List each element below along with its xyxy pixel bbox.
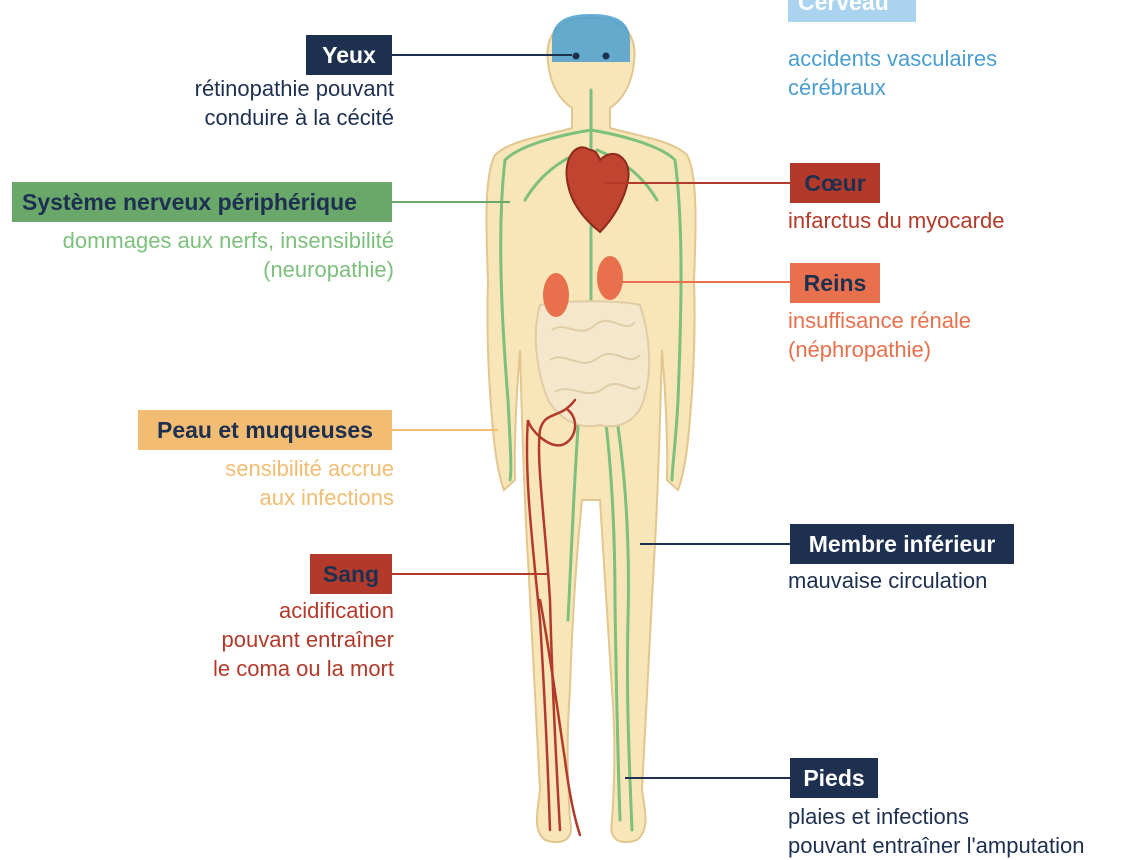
coeur-text: infarctus du myocarde	[788, 206, 1004, 235]
peau-title: Peau et muqueuses	[138, 410, 392, 450]
intestines	[536, 301, 649, 426]
kidney-left	[543, 273, 569, 317]
pieds-text: plaies et infections pouvant entraîner l…	[788, 802, 1085, 860]
membre-title: Membre inférieur	[790, 524, 1014, 564]
pieds-title: Pieds	[790, 758, 878, 798]
yeux-title: Yeux	[306, 35, 392, 75]
yeux-text: rétinopathie pouvant conduire à la cécit…	[195, 74, 394, 132]
eye-left	[573, 53, 580, 60]
nerveux-text: dommages aux nerfs, insensibilité (neuro…	[63, 226, 394, 284]
eye-right	[603, 53, 610, 60]
reins-title: Reins	[790, 263, 880, 303]
cerveau-title: Cerveau	[788, 0, 916, 22]
kidney-right	[597, 256, 623, 300]
cerveau-text: accidents vasculaires cérébraux	[788, 44, 997, 102]
coeur-title: Cœur	[790, 163, 880, 203]
nerveux-title: Système nerveux périphérique	[12, 182, 392, 222]
reins-text: insuffisance rénale (néphropathie)	[788, 306, 971, 364]
peau-text: sensibilité accrue aux infections	[225, 454, 394, 512]
sang-title: Sang	[310, 554, 392, 594]
sang-text: acidification pouvant entraîner le coma …	[213, 596, 394, 683]
membre-text: mauvaise circulation	[788, 566, 987, 595]
